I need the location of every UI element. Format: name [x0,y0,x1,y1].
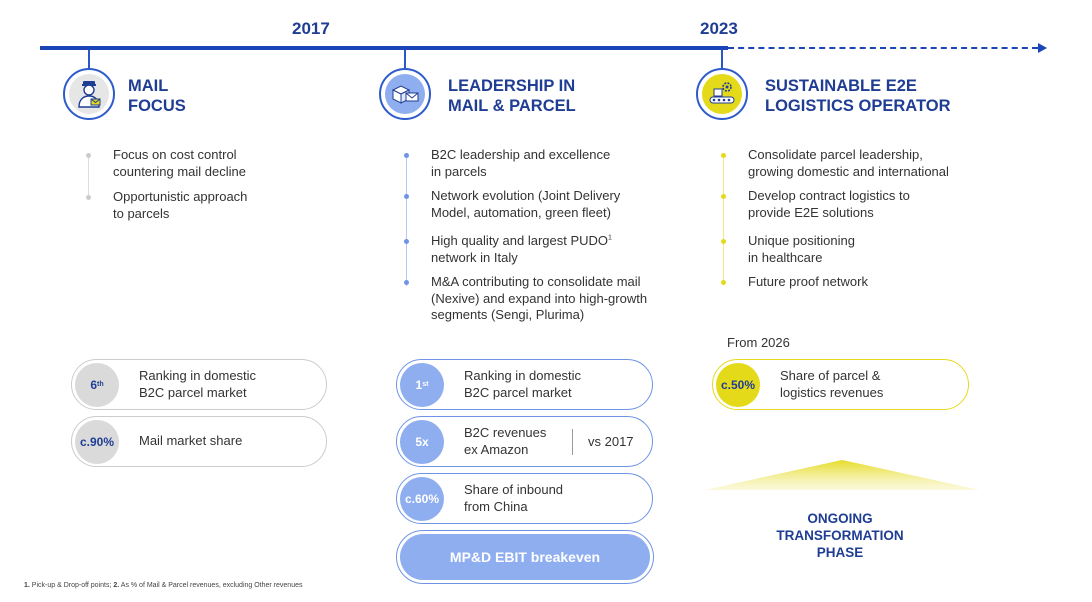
mail-carrier-icon [63,68,115,120]
phase-title-leadership: LEADERSHIP IN MAIL & PARCEL [448,77,576,115]
kpi-badge: 5x [400,419,444,464]
kpi-from-2026-label: From 2026 [727,335,790,350]
footnote: 1. Pick-up & Drop-off points; 2. As % of… [24,582,303,589]
list-item: M&A contributing to consolidate mail(Nex… [404,274,694,324]
parcel-and-mail-icon [379,68,431,120]
year-2017-label: 2017 [292,19,330,38]
kpi-badge: c.50% [716,362,760,407]
phase-title-mail-focus: MAIL FOCUS [128,77,186,115]
kpi-badge: c.90% [75,419,119,464]
timeline-tick-leadership [404,50,406,69]
conveyor-gear-icon [696,68,748,120]
kpi-comparison: vs 2017 [588,434,634,449]
timeline-arrow-icon [1038,43,1047,53]
kpi-mail-market-share: c.90% Mail market share [71,416,327,467]
list-item: Future proof network [721,274,1021,291]
kpi-divider [572,428,573,455]
e2e-bullets: Consolidate parcel leadership,growing do… [721,147,1021,291]
list-item: Consolidate parcel leadership,growing do… [721,147,1021,180]
year-2023-label: 2023 [700,19,738,38]
timeline-bar [40,46,728,50]
timeline-future-dashed [728,47,1038,49]
transformation-triangle [705,460,980,490]
kpi-badge: c.60% [400,476,444,521]
timeline-tick-logistics [721,50,723,69]
ongoing-transformation-label: ONGOING TRANSFORMATION PHASE [776,511,904,560]
phase-title-e2e-logistics: SUSTAINABLE E2E LOGISTICS OPERATOR [765,77,951,115]
ebit-breakeven-highlight: MP&D EBIT breakeven [396,530,654,584]
kpi-parcel-logistics-share: c.50% Share of parcel &logistics revenue… [712,359,969,410]
timeline-tick-mail [88,50,90,69]
